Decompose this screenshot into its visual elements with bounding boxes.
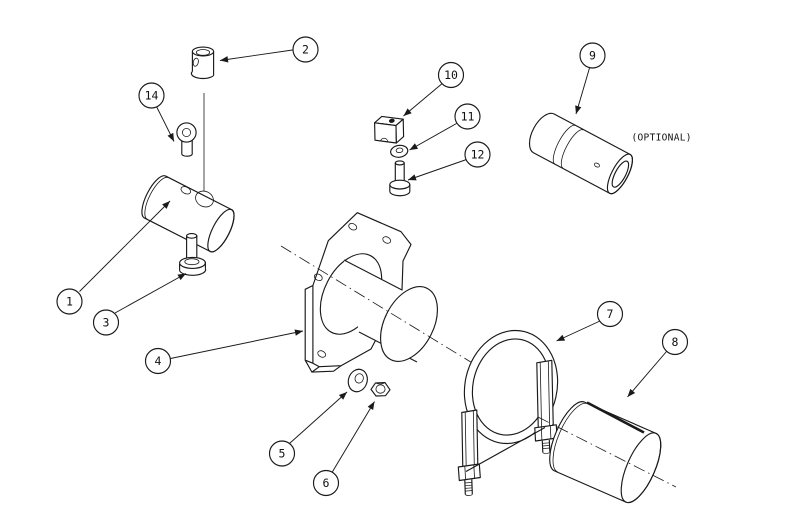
part-11-washer	[390, 144, 409, 158]
leader-5	[289, 391, 348, 444]
part-6-hex-nut	[370, 382, 391, 397]
leader-14	[156, 106, 175, 142]
part-2-pin-cylinder	[190, 46, 215, 191]
callout-10: 10	[437, 61, 465, 89]
part-10-clamp-block	[374, 115, 405, 144]
leader-1	[79, 200, 171, 292]
callout-7-number: 7	[607, 307, 614, 321]
callout-2: 2	[292, 36, 319, 63]
callout-balloons: 1 2 3 4 5 6 7 8	[56, 36, 689, 497]
part-7-u-bolt-clamp	[457, 329, 559, 496]
tube-open-end	[380, 286, 438, 362]
callout-5-number: 5	[279, 447, 286, 461]
callout-4-number: 4	[155, 354, 162, 368]
leader-8	[627, 351, 667, 398]
callout-1: 1	[56, 288, 83, 315]
leader-4	[170, 329, 304, 359]
part-12-bolt	[389, 160, 411, 197]
callout-5: 5	[268, 440, 296, 467]
callout-4: 4	[144, 347, 172, 375]
leader-9	[575, 67, 590, 115]
part-4-mounting-flange	[304, 212, 438, 373]
part-5-washer	[347, 368, 368, 393]
callout-8: 8	[661, 328, 689, 356]
part-14-socket-screw	[176, 122, 197, 157]
callout-12: 12	[464, 141, 491, 168]
callout-2-number: 2	[302, 43, 309, 57]
part-8-slotted-cylinder	[549, 401, 662, 504]
callout-3-number: 3	[103, 316, 110, 330]
leader-lines	[79, 49, 667, 473]
callout-6: 6	[312, 469, 340, 497]
callout-14: 14	[138, 82, 165, 109]
callout-8-number: 8	[672, 335, 679, 349]
part-3-shoulder-screw	[179, 233, 207, 276]
leader-10	[403, 81, 445, 117]
callout-9-number: 9	[589, 49, 596, 63]
callout-11-number: 11	[461, 110, 475, 124]
callout-1-number: 1	[66, 295, 73, 309]
callout-6-number: 6	[323, 476, 330, 490]
leader-6	[331, 401, 375, 473]
leader-11	[409, 123, 457, 151]
block-notch	[380, 137, 389, 142]
leader-3	[114, 273, 187, 314]
leader-2	[219, 49, 293, 63]
clamp-saddle-edge	[465, 426, 546, 473]
block-hole	[388, 118, 395, 123]
part-1-coupler-cylinder	[141, 175, 235, 253]
callout-7: 7	[596, 300, 624, 328]
leader-12	[407, 159, 467, 181]
callout-11: 11	[454, 103, 481, 130]
centerline-front	[280, 245, 475, 365]
callout-9: 9	[579, 42, 606, 69]
leader-7	[556, 320, 601, 342]
callout-12-number: 12	[471, 148, 485, 162]
part-9-optional-silencer: (OPTIONAL)	[528, 112, 692, 195]
cylinder-slot	[586, 401, 645, 434]
callout-10-number: 10	[444, 68, 458, 82]
callout-3: 3	[92, 309, 120, 336]
callout-14-number: 14	[145, 89, 159, 103]
centerline-rear	[537, 416, 677, 488]
optional-label: (OPTIONAL)	[632, 133, 692, 144]
